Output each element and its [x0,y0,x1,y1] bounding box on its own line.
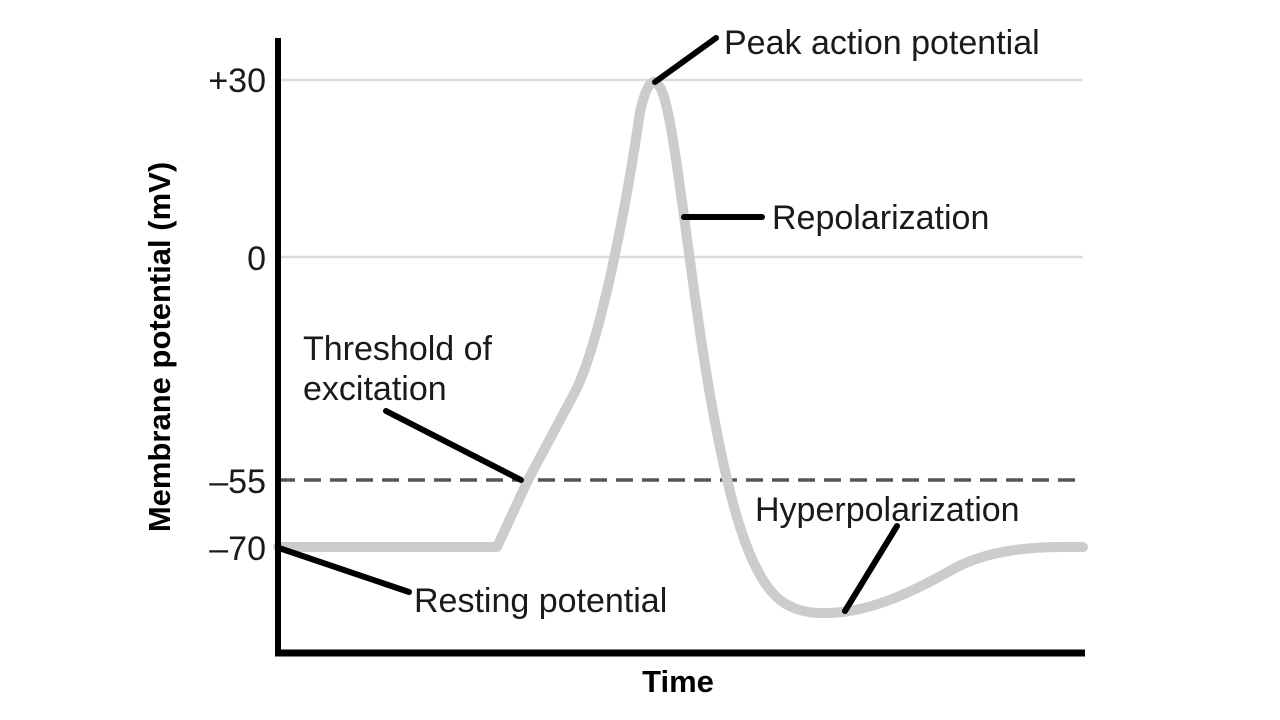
leader-line-hyperpolarization [842,523,900,614]
annotation-threshold-line2: excitation [303,370,447,408]
leader-line-resting [276,545,412,595]
annotation-threshold-line1: Threshold of [303,330,493,368]
annotation-hyperpolarization: Hyperpolarization [755,491,1020,529]
y-tick-label-minus70: –70 [209,530,266,568]
x-axis-title: Time [642,664,714,699]
y-tick-label-plus30: +30 [208,62,266,100]
annotation-repolarization: Repolarization [772,199,989,237]
y-axis-title: Membrane potential (mV) [142,162,177,532]
y-tick-label-zero: 0 [247,240,266,278]
y-tick-label-minus55: –55 [209,463,266,501]
annotation-resting-potential: Resting potential [414,582,667,620]
annotation-peak-action-potential: Peak action potential [724,24,1040,62]
leader-line-peak [652,35,719,85]
leader-line-threshold [383,408,524,483]
membrane-potential-curve [273,77,1088,619]
